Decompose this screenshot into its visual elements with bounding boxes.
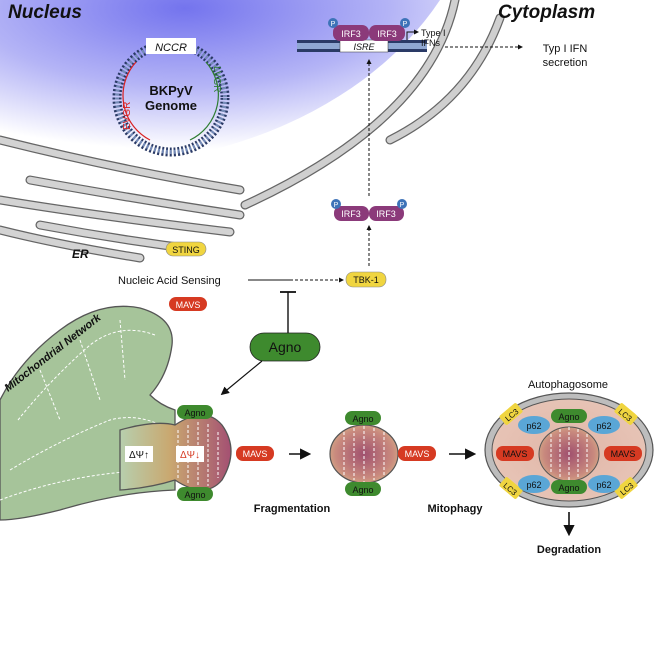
mavs-label: MAVS [503, 449, 528, 459]
type1-ifn-line2: IFNs [421, 38, 440, 48]
er-label: ER [72, 247, 89, 261]
agno-label: Agno [269, 339, 302, 355]
phospho-label: P [334, 202, 339, 209]
dpsi-down-box [176, 446, 204, 462]
degradation-label: Degradation [537, 544, 601, 556]
endoplasmic-reticulum [0, 135, 245, 263]
agno-small [177, 405, 213, 419]
irf3-label: IRF3 [341, 29, 361, 39]
phospho-label: P [400, 202, 405, 209]
dpsi-up-box [125, 446, 153, 462]
agno-small-label: Agno [184, 490, 205, 500]
agno-to-mito-arrow [220, 360, 263, 396]
evgr-label: EVGR [122, 102, 133, 130]
phospho-label: P [331, 21, 336, 28]
p62-protein [588, 475, 620, 493]
mavs-protein [604, 446, 642, 461]
transcription-arrow [406, 29, 419, 40]
mavs-protein [398, 446, 436, 461]
agno-small-label: Agno [352, 414, 373, 424]
secretion-line1: Typ I IFN [543, 43, 588, 55]
phospho-label: P [403, 21, 408, 28]
irf3-label: IRF3 [341, 209, 361, 219]
mavs-protein [169, 297, 207, 311]
mitophagy-label: Mitophagy [428, 503, 484, 515]
p62-protein [588, 416, 620, 434]
nccr-label: NCCR [155, 42, 187, 54]
p62-label: p62 [596, 480, 611, 490]
agno-small [177, 487, 213, 501]
isre-label: ISRE [353, 42, 375, 52]
mitochondrial-network [0, 305, 176, 521]
bkpyv-genome: NCCR BKPyV Genome EVGR LVGR [112, 38, 230, 157]
agno-small-label: Agno [352, 485, 373, 495]
type1-ifn-line1: Type I [421, 28, 446, 38]
mavs-label: MAVS [176, 300, 201, 310]
fragmented-mitochondrion [329, 424, 399, 484]
agno-protein [249, 332, 321, 362]
agno-small-label: Agno [558, 483, 579, 493]
irf3-dimer-cytoplasm: IRF3 IRF3 P P [331, 199, 407, 221]
mavs-protein [496, 446, 534, 461]
p62-label: p62 [596, 421, 611, 431]
genome-title-line2: Genome [145, 98, 197, 113]
nucleus-label: Nucleus [8, 2, 82, 23]
secretion-line2: secretion [543, 57, 588, 69]
lvgr-label: LVGR [211, 66, 222, 93]
agno-small-label: Agno [184, 408, 205, 418]
tbk1-protein [345, 271, 387, 288]
fragmentation-label: Fragmentation [254, 503, 331, 515]
cytoplasm-label: Cytoplasm [498, 2, 595, 23]
p62-label: p62 [526, 480, 541, 490]
mavs-protein [236, 446, 274, 461]
agno-small [551, 409, 587, 423]
nucleic-acid-sensing-label: Nucleic Acid Sensing [118, 275, 221, 287]
tbk1-label: TBK-1 [353, 275, 379, 285]
agno-small [551, 480, 587, 494]
agno-small [345, 411, 381, 425]
sting-label: STING [172, 245, 200, 255]
p62-protein [518, 475, 550, 493]
p62-label: p62 [526, 421, 541, 431]
irf3-label: IRF3 [377, 29, 397, 39]
mavs-label: MAVS [611, 449, 636, 459]
agno-small-label: Agno [558, 412, 579, 422]
sting-protein [165, 241, 207, 257]
mavs-label: MAVS [243, 449, 268, 459]
agno-small [345, 482, 381, 496]
isre-dna: ISRE [297, 39, 427, 53]
genome-title-line1: BKPyV [149, 83, 193, 98]
nuclear-envelope [240, 0, 505, 210]
p62-protein [518, 416, 550, 434]
irf3-label: IRF3 [376, 209, 396, 219]
mavs-label: MAVS [405, 449, 430, 459]
irf3-dimer-top: IRF3 IRF3 P P [328, 18, 410, 41]
dpsi-up-label: ΔΨ↑ [129, 450, 149, 461]
autophagosome-label: Autophagosome [528, 379, 608, 391]
dpsi-down-label: ΔΨ↓ [180, 450, 200, 461]
